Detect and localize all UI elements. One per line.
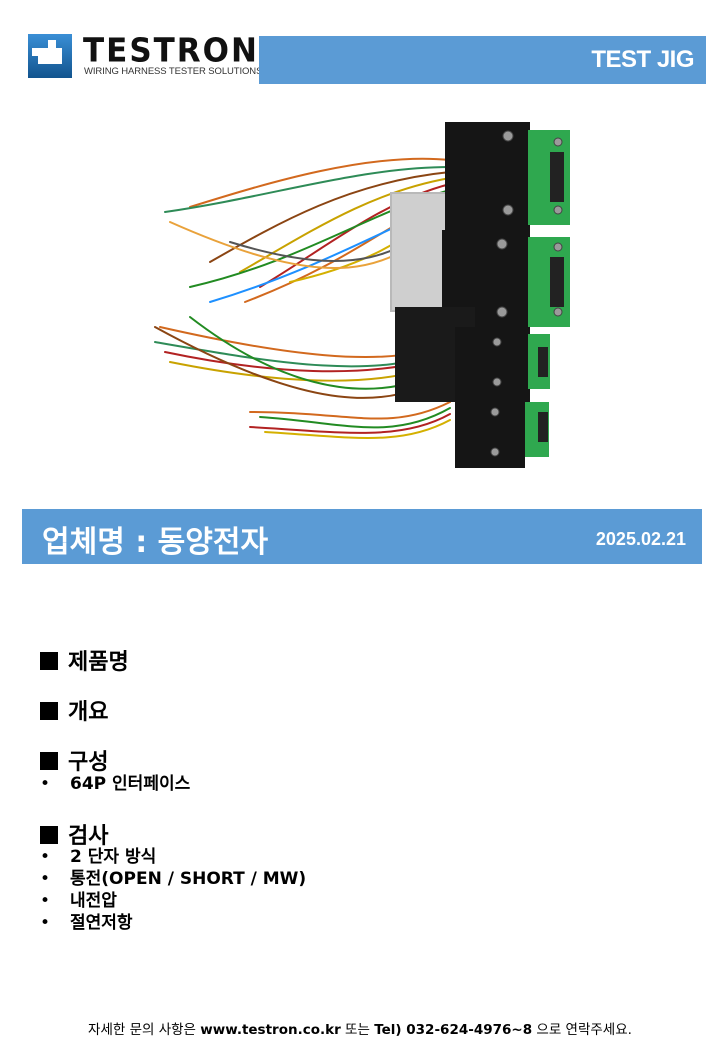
test-jig-product-image bbox=[154, 122, 570, 468]
phone-number: Tel) 032-624-4976~8 bbox=[374, 1022, 533, 1038]
section-heading-label: 검사 bbox=[68, 824, 109, 849]
square-bullet-icon bbox=[40, 826, 58, 844]
square-bullet-icon bbox=[40, 752, 58, 770]
header-title-bar: TEST JIG bbox=[259, 36, 706, 84]
composition-list: 64P 인터페이스 bbox=[40, 773, 190, 795]
footer-middle: 또는 bbox=[340, 1022, 375, 1038]
website-link[interactable]: www.testron.co.kr bbox=[200, 1022, 341, 1038]
document-title: TEST JIG bbox=[591, 46, 694, 73]
square-bullet-icon bbox=[40, 652, 58, 670]
list-item: 절연저항 bbox=[40, 912, 306, 934]
footer-suffix: 으로 연락주세요. bbox=[532, 1022, 632, 1038]
square-bullet-icon bbox=[40, 702, 58, 720]
inspection-list: 2 단자 방식 통전(OPEN / SHORT / MW) 내전압 절연저항 bbox=[40, 846, 306, 934]
footer-prefix: 자세한 문의 사항은 bbox=[88, 1022, 201, 1038]
contact-footer: 자세한 문의 사항은 www.testron.co.kr 또는 Tel) 032… bbox=[0, 1018, 720, 1038]
company-bar: 업체명 : 동양전자 2025.02.21 bbox=[22, 509, 702, 564]
list-item: 통전(OPEN / SHORT / MW) bbox=[40, 868, 306, 890]
list-item: 2 단자 방식 bbox=[40, 846, 306, 868]
document-date: 2025.02.21 bbox=[595, 529, 686, 549]
logo-tagline: WIRING HARNESS TESTER SOLUTIONS bbox=[84, 66, 263, 77]
company-name: 업체명 : 동양전자 bbox=[42, 525, 269, 560]
section-heading-label: 제품명 bbox=[68, 650, 129, 675]
list-item: 64P 인터페이스 bbox=[40, 773, 190, 795]
section-heading-composition: 구성 bbox=[40, 744, 108, 776]
section-heading-product-name: 제품명 bbox=[40, 644, 129, 676]
section-heading-label: 구성 bbox=[68, 750, 109, 775]
list-item: 내전압 bbox=[40, 890, 306, 912]
section-heading-overview: 개요 bbox=[40, 694, 108, 726]
testron-logo: TESTRON WIRING HARNESS TESTER SOLUTIONS bbox=[28, 32, 262, 82]
logo-wordmark: TESTRON bbox=[83, 32, 259, 70]
section-heading-inspection: 검사 bbox=[40, 818, 108, 850]
testron-logo-icon bbox=[28, 34, 72, 78]
section-heading-label: 개요 bbox=[68, 700, 109, 725]
